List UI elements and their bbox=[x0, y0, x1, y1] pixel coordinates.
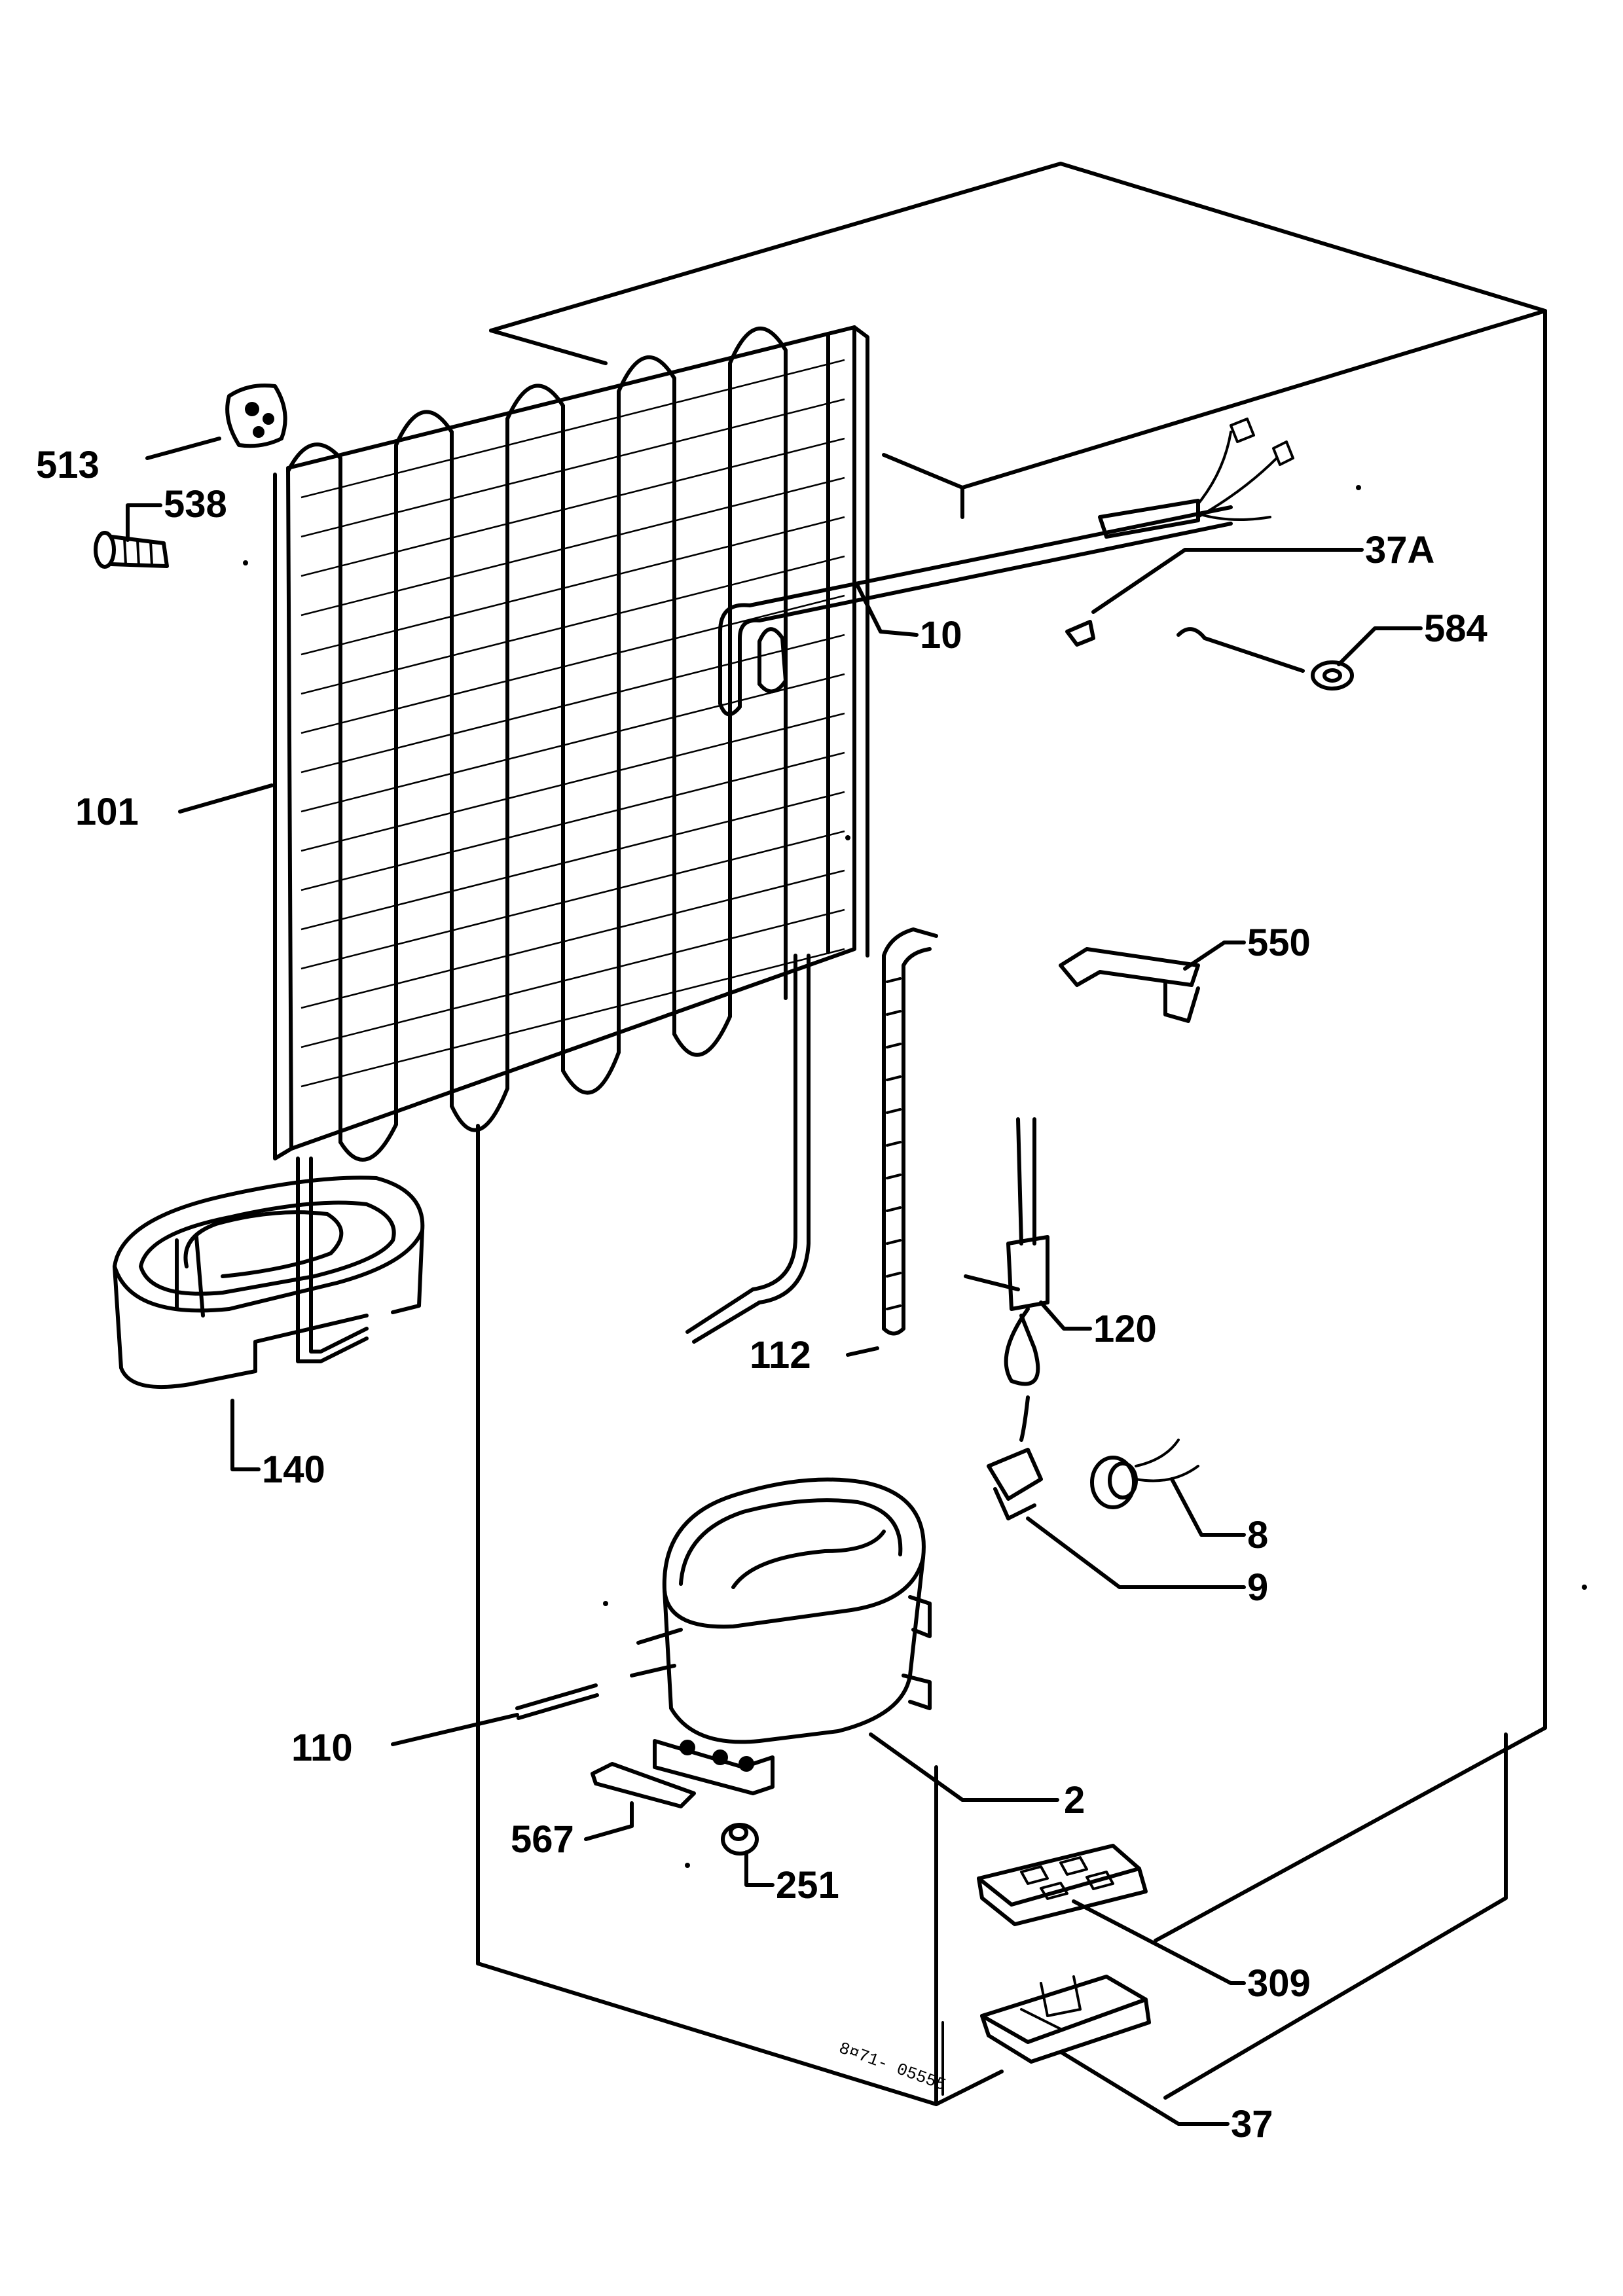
label-120: 120 bbox=[1093, 1308, 1157, 1350]
part-37a-clip bbox=[1065, 620, 1095, 647]
leader-lines bbox=[126, 437, 1423, 2126]
part-2-compressor bbox=[630, 1477, 932, 1795]
part-120-sensor bbox=[964, 1117, 1049, 1442]
part-538-screw bbox=[94, 531, 169, 569]
label-584: 584 bbox=[1424, 607, 1487, 650]
label-550: 550 bbox=[1247, 922, 1311, 964]
part-584-cable bbox=[1176, 627, 1354, 691]
part-112-dryer bbox=[882, 927, 938, 1336]
label-8: 8 bbox=[1247, 1514, 1268, 1556]
label-110: 110 bbox=[291, 1727, 353, 1769]
label-2: 2 bbox=[1064, 1779, 1085, 1821]
label-10: 10 bbox=[920, 614, 962, 656]
label-251: 251 bbox=[776, 1864, 839, 1907]
part-37-switch-housing bbox=[980, 1975, 1151, 2064]
part-567-plate bbox=[591, 1762, 696, 1808]
label-37: 37 bbox=[1231, 2103, 1273, 2145]
part-labels: 513 538 101 10 37A 584 550 140 112 120 8… bbox=[36, 444, 1487, 2145]
part-9-relay bbox=[987, 1448, 1043, 1520]
label-538: 538 bbox=[164, 483, 227, 526]
part-110-tube bbox=[515, 1683, 599, 1720]
label-101: 101 bbox=[75, 791, 139, 833]
label-140: 140 bbox=[262, 1448, 325, 1491]
suction-pipe-10 bbox=[718, 418, 1294, 717]
part-140-drip-tray bbox=[113, 1175, 425, 1390]
drawing-code: 8¤71- 05555 bbox=[836, 2038, 949, 2095]
part-550-bracket bbox=[1059, 947, 1200, 1023]
part-309-terminal-block bbox=[977, 1844, 1148, 1926]
part-513-grommet bbox=[225, 384, 287, 448]
label-37a: 37A bbox=[1365, 529, 1434, 571]
cabinet-body bbox=[476, 162, 1547, 2106]
label-513: 513 bbox=[36, 444, 100, 486]
stray-marks bbox=[243, 485, 1587, 1868]
label-112: 112 bbox=[750, 1334, 811, 1376]
label-309: 309 bbox=[1247, 1962, 1311, 2005]
label-9: 9 bbox=[1247, 1566, 1268, 1609]
label-567: 567 bbox=[511, 1818, 574, 1861]
condenser-fins bbox=[301, 348, 845, 1144]
part-251-grommet bbox=[721, 1823, 759, 1856]
part-8-overload bbox=[1090, 1439, 1199, 1509]
condenser-assembly bbox=[273, 325, 869, 1363]
